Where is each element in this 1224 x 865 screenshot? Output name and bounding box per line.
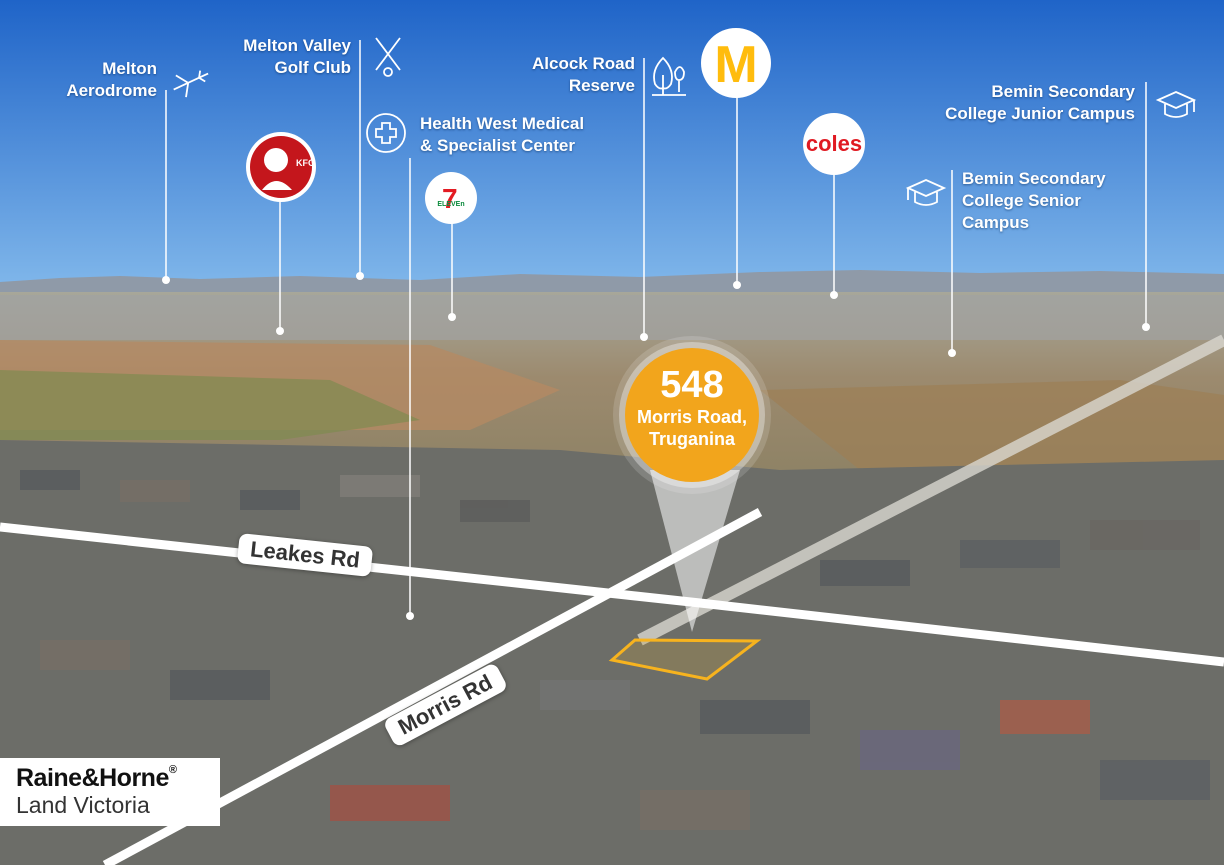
graduation-cap-icon [905, 179, 947, 206]
poi-alcock-line2: Reserve [568, 76, 635, 95]
poi-melton-aerodrome-line1: Melton [102, 59, 157, 78]
plane-icon [173, 70, 209, 98]
poi-melton-aerodrome: Melton Aerodrome [40, 58, 157, 102]
poi-alcock-road-reserve: Alcock Road Reserve [510, 53, 635, 97]
poi-bemin-senior-line1: Bemin Secondary [962, 169, 1106, 188]
poi-alcock-line1: Alcock Road [532, 54, 635, 73]
poi-bemin-junior-line2: College Junior Campus [945, 104, 1135, 123]
poi-bemin-senior-line2: College Senior [962, 191, 1082, 210]
sky [0, 0, 1224, 285]
property-pin-beam [650, 470, 740, 632]
medical-cross-icon [366, 113, 406, 153]
seven-eleven-text: ELEVEn [437, 201, 464, 208]
brand-name: Raine&Horne® [16, 764, 177, 793]
freeway [637, 334, 1224, 646]
poi-health-west: Health West Medical & Specialist Center [420, 113, 584, 157]
paddock-green [0, 370, 420, 440]
property-pin: 548 Morris Road, Truganina [625, 348, 759, 482]
kfc-logo-text: KFC [296, 158, 315, 168]
poi-bemin-junior-line1: Bemin Secondary [991, 82, 1135, 101]
seven-eleven-logo: 7 ELEVEn [425, 172, 477, 224]
house-roofs [20, 470, 1210, 830]
brand-name-text: Raine&Horne [16, 764, 169, 792]
coles-text: coles [806, 131, 862, 156]
poi-bemin-junior: Bemin Secondary College Junior Campus [925, 81, 1135, 125]
mcdonalds-logo: M [701, 28, 771, 98]
coles-logo: coles [803, 113, 865, 175]
kfc-logo: KFC [246, 132, 316, 202]
poi-golf-club: Melton Valley Golf Club [220, 35, 351, 79]
poi-health-west-line1: Health West Medical [420, 114, 585, 133]
property-boundary [608, 638, 762, 681]
property-street: Morris Road, [636, 407, 747, 427]
far-suburbs [0, 295, 1224, 340]
poi-melton-aerodrome-line2: Aerodrome [66, 81, 157, 100]
brand-registered-mark: ® [168, 764, 177, 776]
poi-golf-club-line1: Melton Valley [243, 36, 351, 55]
poi-dots [162, 272, 1150, 620]
tree-icon [652, 56, 686, 96]
brand-division: Land Victoria [16, 792, 150, 818]
mcdonalds-arches: M [714, 36, 757, 94]
poi-bemin-senior-line3: Campus [962, 213, 1030, 232]
poi-golf-club-line2: Golf Club [274, 58, 351, 77]
property-number: 548 [660, 364, 724, 406]
poi-health-west-line2: & Specialist Center [420, 136, 575, 155]
poi-bemin-senior: Bemin Secondary College Senior Campus [962, 168, 1106, 234]
brand-logo: Raine&Horne® Land Victoria [0, 758, 220, 826]
golf-icon [375, 37, 401, 77]
graduation-cap-icon [1155, 91, 1197, 118]
poi-callout-lines [165, 40, 1147, 615]
property-suburb: Truganina [648, 429, 735, 449]
svg-text:7: 7 [442, 183, 458, 214]
